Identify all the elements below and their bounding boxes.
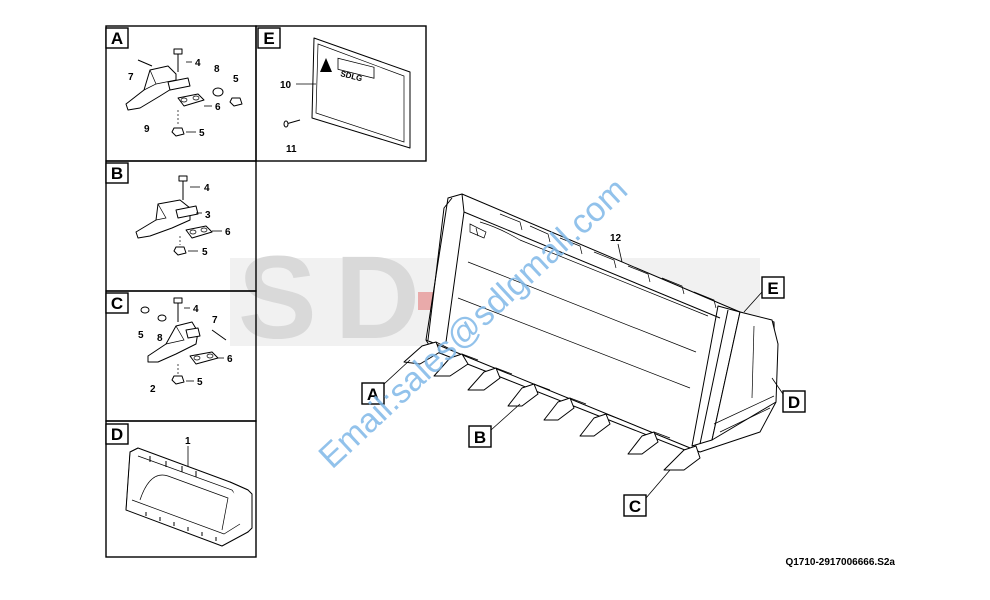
reference-code: Q1710-2917006666.S2a — [785, 557, 895, 568]
svg-text:7: 7 — [128, 72, 134, 83]
svg-text:E: E — [767, 279, 778, 298]
panel-c-labels: 5 4 7 8 6 2 5 — [138, 304, 233, 395]
svg-text:5: 5 — [233, 74, 239, 85]
svg-text:4: 4 — [193, 304, 199, 315]
svg-text:D: D — [111, 425, 123, 444]
svg-text:5: 5 — [202, 247, 208, 258]
svg-text:12: 12 — [610, 233, 622, 244]
svg-text:4: 4 — [204, 183, 210, 194]
callout-c: C — [623, 469, 671, 517]
panel-b-labels: 4 3 6 5 — [188, 183, 231, 258]
svg-text:2: 2 — [150, 384, 156, 395]
svg-text:6: 6 — [225, 227, 231, 238]
svg-text:5: 5 — [197, 377, 203, 388]
panel-d-labels: 1 — [185, 436, 191, 447]
panel-grid — [105, 25, 427, 558]
svg-text:B: B — [474, 428, 486, 447]
panel-e-letter: E — [257, 27, 281, 49]
svg-text:4: 4 — [195, 58, 201, 69]
svg-text:6: 6 — [227, 354, 233, 365]
bucket-teeth — [403, 341, 701, 471]
svg-text:3: 3 — [205, 210, 211, 221]
svg-text:E: E — [263, 29, 274, 48]
panel-d-letter: D — [105, 423, 129, 445]
panel-a-drawing — [125, 48, 243, 137]
callout-b: B — [468, 403, 521, 448]
panel-c-drawing — [140, 297, 227, 385]
svg-text:C: C — [629, 497, 641, 516]
panel-b-drawing — [135, 175, 213, 256]
panel-e-labels: 10 11 — [280, 80, 316, 155]
svg-text:5: 5 — [138, 330, 144, 341]
panel-a-labels: 7 4 8 5 6 9 5 — [128, 58, 239, 139]
svg-text:9: 9 — [144, 124, 150, 135]
panel-a-letter: A — [105, 27, 129, 49]
panel-d-drawing — [125, 446, 253, 547]
callout-d: D — [771, 377, 806, 413]
callout-e: E — [743, 276, 785, 313]
svg-text:B: B — [111, 164, 123, 183]
panel-b-letter: B — [105, 162, 129, 184]
panel-c-letter: C — [105, 292, 129, 314]
svg-text:C: C — [111, 294, 123, 313]
bucket-assembly — [425, 193, 779, 453]
svg-text:1: 1 — [185, 436, 191, 447]
callout-a: A — [361, 359, 411, 405]
svg-text:6: 6 — [215, 102, 221, 113]
svg-text:5: 5 — [199, 128, 205, 139]
svg-text:10: 10 — [280, 80, 292, 91]
svg-text:11: 11 — [286, 144, 297, 155]
part-12-label: 12 — [610, 233, 623, 263]
svg-text:7: 7 — [212, 315, 218, 326]
svg-text:8: 8 — [157, 333, 163, 344]
svg-text:D: D — [788, 393, 800, 412]
svg-text:A: A — [367, 385, 379, 404]
svg-text:8: 8 — [214, 64, 220, 75]
svg-text:A: A — [111, 29, 123, 48]
panel-e-drawing: SDLG — [283, 37, 411, 149]
